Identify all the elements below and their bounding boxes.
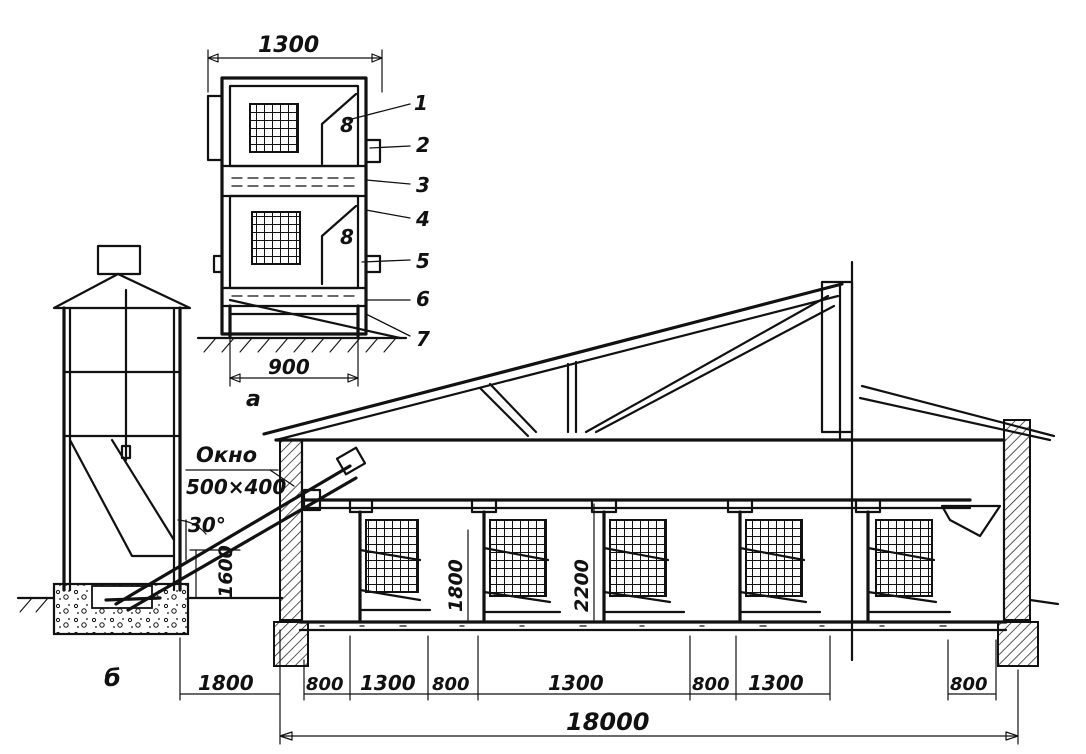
dim-segment-6: 1300 (748, 671, 804, 695)
callout-1: 1 (414, 91, 428, 115)
cage-group-1 (348, 498, 432, 622)
angle-label: 30° (188, 513, 226, 537)
feed-tower-view-b: 30° Окно 500×400 1600 б (16, 244, 367, 692)
view-label-b: б (104, 664, 121, 692)
cage-group-4 (726, 498, 822, 622)
right-wall (1003, 419, 1031, 621)
cage-mesh-lower (251, 211, 301, 265)
dim-segment-4: 1300 (548, 671, 604, 695)
window-size-label: 500×400 (186, 475, 286, 499)
svg-text:8: 8 (340, 225, 354, 249)
callout-leaders (347, 103, 411, 337)
dim-cage-width-bottom: 900 (268, 355, 310, 379)
dim-cage-height: 1800 (445, 559, 467, 612)
callout-6: 6 (416, 287, 430, 311)
svg-text:8: 8 (340, 113, 354, 137)
callout-4: 4 (415, 207, 430, 231)
dim-segment-7: 800 (950, 674, 988, 695)
cage-group-3 (590, 498, 686, 622)
window-label: Окно (196, 443, 257, 467)
cage-detail-view-a: 1300 8 8 900 (196, 33, 430, 412)
callout-5: 5 (416, 249, 430, 273)
dim-total-span: 18000 (566, 708, 650, 736)
dim-segment-5: 800 (692, 674, 730, 695)
cage-mesh-upper (249, 103, 299, 153)
cage-group-2 (470, 498, 562, 622)
callout-3: 3 (416, 173, 430, 197)
plan-dimensions: 1800 800 1300 800 1300 800 1300 800 1800… (179, 629, 1019, 745)
dim-cage-width-top: 1300 (258, 33, 319, 58)
dim-auger-height: 1600 (215, 545, 237, 598)
cage-group-5 (854, 498, 952, 622)
callout-7: 7 (416, 327, 430, 351)
dim-column-height: 2200 (571, 559, 593, 612)
callout-2: 2 (416, 133, 430, 157)
dim-offset-left: 1800 (198, 671, 254, 695)
dim-segment-1: 800 (306, 674, 344, 695)
view-label-a: а (246, 387, 261, 412)
left-wall (279, 439, 303, 621)
building-section: 1800 2200 (262, 260, 1060, 667)
dim-segment-3: 800 (432, 674, 470, 695)
dim-segment-2: 1300 (360, 671, 416, 695)
